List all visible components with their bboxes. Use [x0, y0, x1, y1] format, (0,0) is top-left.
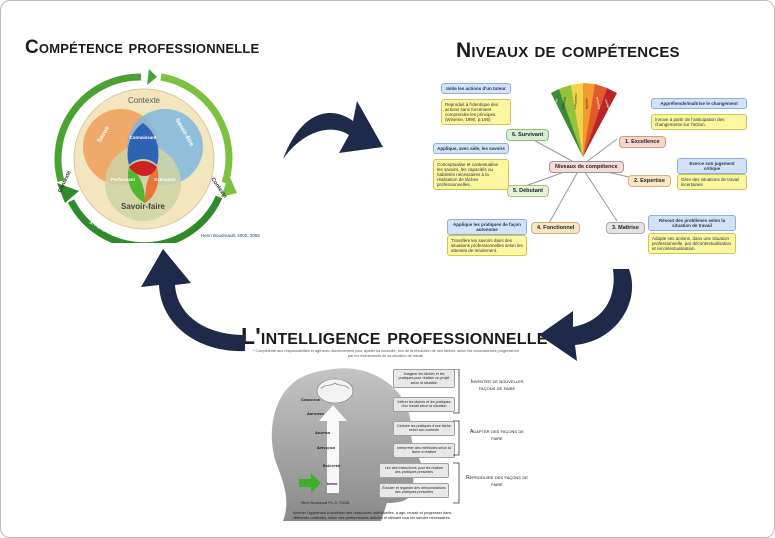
step-box-appliquer: Interpréter des méthodes selon la tâche … [393, 443, 455, 458]
level-header-maitrise: Résout des problèmes selon la situation … [648, 215, 736, 231]
level-note-debutant: Conceptualise et contextualise les savoi… [433, 159, 509, 190]
arrow-to-intelligence [539, 269, 633, 361]
title-competence: Compétence professionnelle [25, 37, 260, 58]
level-note-survivant: Reproduit à l'identique des actions sans… [441, 99, 511, 125]
level-header-fonctionnel: Applique les pratiques de façon autonome [447, 219, 527, 235]
group-reproduire: Reproduire des façons de faire [466, 475, 528, 488]
step-concevoir: Concevoir [301, 397, 320, 402]
step-box-imiter: Écouter et regarder des démonstrations d… [379, 483, 449, 498]
step-anticiper: Anticiper [307, 411, 324, 416]
level-note-fonctionnel: Transfère les savoirs dans des situation… [447, 235, 527, 256]
mindmap-center: Niveaux de compétence [549, 161, 624, 173]
intelligence-footnote: * Compétente aux responsabilités et agit… [252, 349, 520, 358]
venn-credit: Henri Boudreault, 2002, 2008 [201, 233, 260, 238]
level-note-expertise: Gère des situations de travail incertain… [677, 174, 747, 190]
level-node-expertise: 2. Expertise [628, 175, 671, 187]
step-box-adapter: Déduire les pratiques d'une tâche selon … [393, 421, 455, 436]
venn-connaissant: Connaissant [129, 135, 157, 140]
level-header-excellence: Appréhende/maîtrise le changement [651, 98, 747, 109]
level-node-survivant: 6. Survivant [506, 129, 550, 141]
step-box-executer: Lire des instructions pour les réaliser … [379, 463, 449, 478]
level-node-fonctionnel: 4. Fonctionnel [531, 222, 581, 234]
mindmap-lines [516, 83, 630, 224]
venn-performant: Performant [111, 177, 136, 182]
group-brackets [453, 369, 460, 504]
title-intelligence: L'intelligence professionnelle* [241, 323, 557, 349]
level-note-maitrise: Adapte ses actions, dans une situation p… [648, 233, 736, 254]
group-inventer: Inventer de nouvelles façons de faire [470, 379, 524, 392]
venn-executant: Exécutant [154, 177, 176, 182]
level-header-survivant: Imite les actions d'un tuteur [441, 83, 511, 94]
level-node-excellence: 1. Excellence [619, 136, 666, 148]
venn-savoir-faire: Savoir-faire [121, 202, 166, 211]
level-header-expertise: Exerce son jugement critique [677, 158, 747, 174]
intelligence-caption: Amener l'apprenant à mobiliser des resso… [292, 511, 452, 520]
arrow-to-niveaux [283, 101, 383, 159]
step-box-concevoir: Imaginer les tâches et les pratiques pou… [393, 369, 455, 389]
level-node-maitrise: 3. Maîtrise [606, 222, 645, 234]
step-imiter: Imiter [327, 481, 338, 486]
venn-contexte-top: Contexte [128, 96, 161, 105]
title-niveaux: Niveaux de compétences [456, 39, 680, 62]
cycle-label-etre: 2. Être [229, 142, 240, 159]
step-adapter: Adapter [315, 430, 331, 435]
step-executer: Exécuter [323, 463, 341, 468]
arrow-to-competence [141, 249, 245, 352]
level-header-debutant: Applique, avec aide, les savoirs [433, 143, 509, 154]
competence-venn: Contexte Savoir Savoir-être Connaissant … [54, 65, 240, 243]
step-box-anticiper: Inférer les tâches et les pratiques d'un… [393, 397, 455, 412]
step-appliquer: Appliquer [317, 445, 336, 450]
competence-fan [551, 83, 617, 157]
head-silhouette [271, 368, 423, 521]
group-adapter: Adapter des façons de faire [470, 429, 524, 442]
level-note-excellence: Innove à partir de l'anticipation des ch… [651, 114, 747, 130]
level-node-debutant: 5. Débutant [507, 185, 549, 197]
intelligence-credit: Henri Boudreault Ph. D. ©2018 [301, 501, 350, 505]
